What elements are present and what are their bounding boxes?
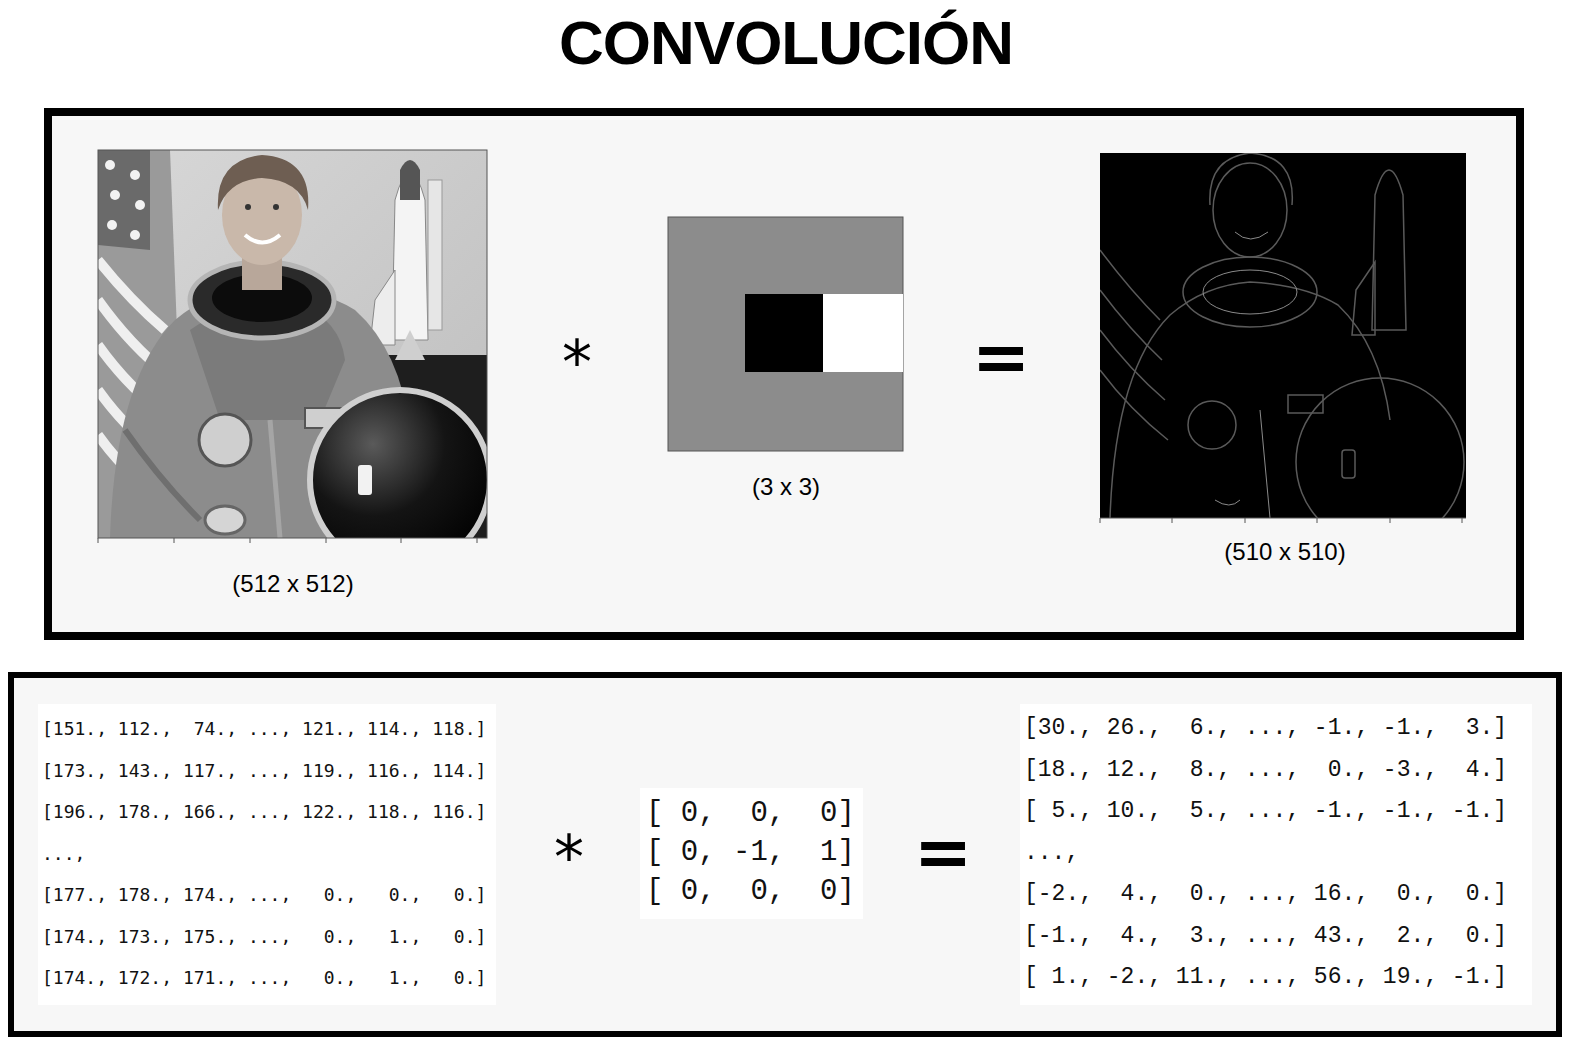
matrix-row: [196., 178., 166., ..., 122., 118., 116.… — [42, 791, 492, 833]
title: CONVOLUCIÓN — [559, 7, 1013, 78]
matrix-row: [ 5., 10., 5., ..., -1., -1., -1.] — [1024, 791, 1528, 833]
matrix-row: [174., 172., 171., ..., 0., 1., 0.] — [42, 957, 492, 999]
matrix-row: [ 0, 0, 0] — [646, 872, 857, 911]
convolution-symbol: * — [562, 327, 592, 397]
matrix-row: [151., 112., 74., ..., 121., 114., 118.] — [42, 708, 492, 750]
equals-symbol: = — [972, 316, 1031, 398]
axis-ticks — [98, 538, 477, 543]
bottom-panel — [11, 675, 1559, 1034]
matrix-row: [-2., 4., 0., ..., 16., 0., 0.] — [1024, 874, 1528, 916]
matrix-row: ..., — [1024, 833, 1528, 875]
matrix-row: [177., 178., 174., ..., 0., 0., 0.] — [42, 874, 492, 916]
dimension-label: (3 x 3) — [752, 473, 820, 501]
kernel-matrix: [ 0, 0, 0][ 0, -1, 1][ 0, 0, 0] — [640, 788, 863, 919]
axis-ticks — [1100, 518, 1466, 523]
input-matrix: [151., 112., 74., ..., 121., 114., 118.]… — [38, 704, 496, 1005]
matrix-row: [-1., 4., 3., ..., 43., 2., 0.] — [1024, 916, 1528, 958]
matrix-row: [173., 143., 117., ..., 119., 116., 114.… — [42, 750, 492, 792]
output-matrix: [30., 26., 6., ..., -1., -1., 3.][18., 1… — [1020, 704, 1532, 1005]
matrix-row: [ 0, 0, 0] — [646, 794, 857, 833]
matrix-row: [18., 12., 8., ..., 0., -3., 4.] — [1024, 750, 1528, 792]
dimension-label: (512 x 512) — [232, 570, 353, 598]
dimension-label: (510 x 510) — [1224, 538, 1345, 566]
matrix-row: [30., 26., 6., ..., -1., -1., 3.] — [1024, 708, 1528, 750]
matrix-row: ..., — [42, 833, 492, 875]
matrix-row: [174., 173., 175., ..., 0., 1., 0.] — [42, 916, 492, 958]
convolution-symbol: * — [554, 822, 584, 892]
matrix-row: [ 1., -2., 11., ..., 56., 19., -1.] — [1024, 957, 1528, 999]
equals-symbol: = — [914, 811, 973, 893]
astronaut-photo — [98, 150, 487, 538]
top-panel — [48, 112, 1520, 636]
image-frame — [98, 150, 487, 538]
matrix-row: [ 0, -1, 1] — [646, 833, 857, 872]
edge-output-image — [1100, 153, 1466, 518]
kernel-image — [668, 217, 903, 451]
